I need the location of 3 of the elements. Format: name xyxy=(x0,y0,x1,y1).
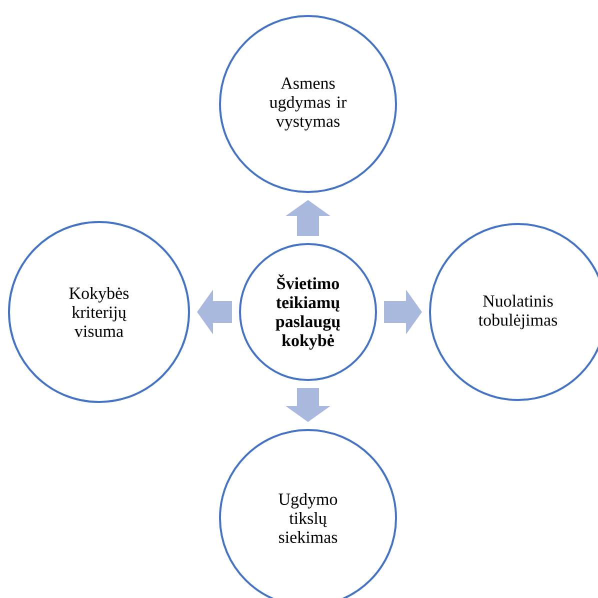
circle-node: Asmens ugdymas ir vystymas xyxy=(219,15,397,193)
circle-node: Kokybės kriterijų visuma xyxy=(8,221,190,403)
circle-node: Švietimo teikiamų paslaugų kokybė xyxy=(239,243,377,381)
